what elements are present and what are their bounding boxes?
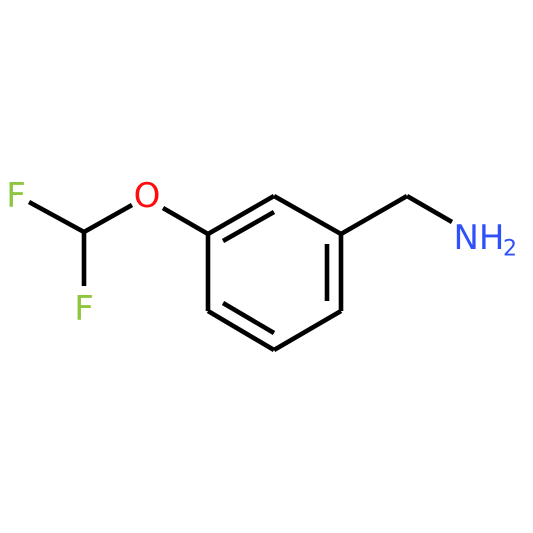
ring-bond-4 <box>272 309 343 352</box>
oxygen-label: O <box>134 176 161 216</box>
fluorine-bottom-label: F <box>74 289 94 329</box>
bond-chf2-f-top <box>27 199 86 235</box>
bonds <box>27 193 454 352</box>
bond-chf2-oxygen <box>82 202 134 235</box>
bond-ch2-amine <box>405 194 454 224</box>
ring-double-bond-bottom <box>221 301 276 335</box>
bond-ring-ch2 <box>339 194 409 236</box>
amine-subscript: 2 <box>503 237 517 262</box>
atom-labels: F F O NH 2 <box>6 176 517 329</box>
bond-oxygen-ring <box>161 206 210 236</box>
ring-bond-5 <box>206 309 276 352</box>
fluorine-top-label: F <box>6 176 26 216</box>
ring-double-bond-top <box>221 210 276 243</box>
ring-bond-2 <box>272 193 343 237</box>
ring-bond-1 <box>206 194 276 236</box>
amine-label: NH <box>454 218 505 258</box>
